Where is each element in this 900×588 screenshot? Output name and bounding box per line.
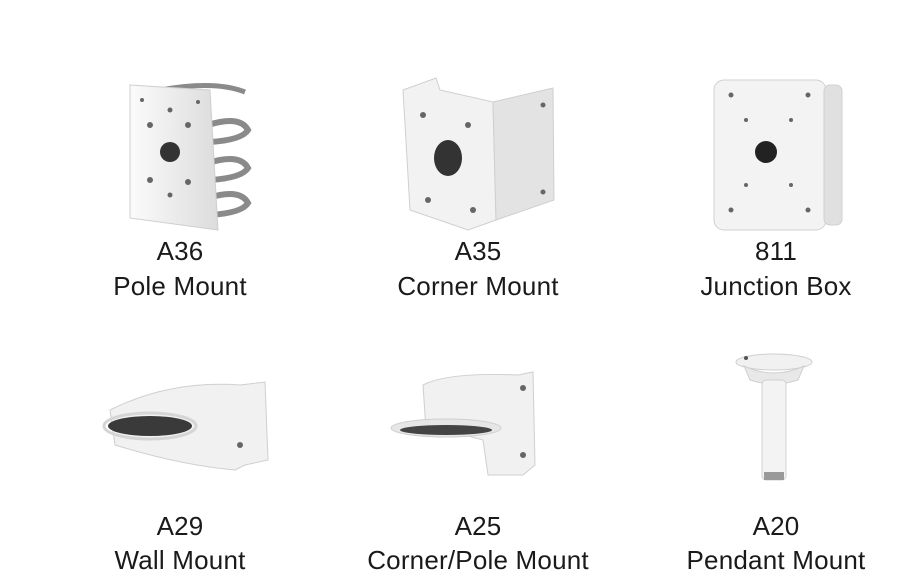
product-card-a25[interactable]: A25 Corner/Pole Mount (328, 340, 628, 580)
pendant-mount-image (626, 350, 900, 530)
product-name: Corner Mount (397, 271, 559, 301)
junction-box-image (626, 70, 900, 250)
product-name: Pole Mount (113, 271, 247, 301)
wall-mount-image (30, 360, 330, 540)
product-card-a20[interactable]: A20 Pendant Mount (626, 340, 900, 580)
product-code: A25 (454, 511, 502, 541)
product-name: Corner/Pole Mount (367, 545, 589, 575)
product-code: A36 (156, 236, 204, 266)
product-code: A29 (156, 511, 204, 541)
product-code: A20 (752, 511, 800, 541)
product-card-811[interactable]: 811 Junction Box (626, 60, 900, 320)
product-code: A35 (454, 236, 502, 266)
product-code: 811 (754, 236, 798, 266)
product-card-a36[interactable]: A36 Pole Mount (30, 60, 330, 320)
product-card-a35[interactable]: A35 Corner Mount (328, 60, 628, 320)
product-name: Wall Mount (114, 545, 246, 575)
product-name: Junction Box (700, 271, 852, 301)
corner-pole-mount-image (328, 360, 628, 540)
product-name: Pendant Mount (686, 545, 866, 575)
pole-mount-image (30, 70, 330, 250)
corner-mount-image (328, 70, 628, 250)
product-card-a29[interactable]: A29 Wall Mount (30, 340, 330, 580)
